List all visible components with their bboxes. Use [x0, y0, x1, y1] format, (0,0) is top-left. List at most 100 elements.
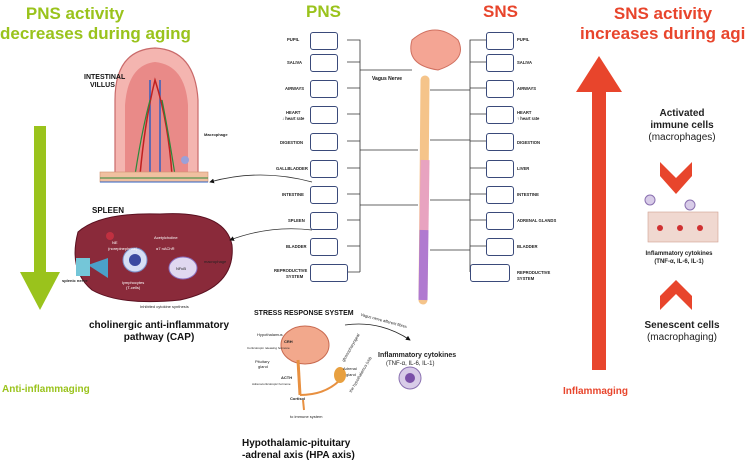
right-title-line1: SNS activity [613, 4, 713, 23]
sns-label-airways: AIRWAYS [517, 86, 537, 91]
sns-box-airways [486, 80, 514, 98]
adrenal-gland-label: gland [346, 372, 356, 377]
ne-sub-label: (norepinephrine) [108, 246, 138, 251]
intestinal-villus-label: INTESTINAL VILLUS [84, 74, 126, 89]
inhibited-label: Inhibited cytokine synthesis [140, 304, 189, 309]
t-cells-label: (T-cells) [126, 285, 141, 290]
pns-label-spleen: SPLEEN [288, 218, 305, 223]
ne-label: NE [112, 240, 118, 245]
pns-label-digestion: DIGESTION [280, 140, 304, 145]
pns-box-spleen [310, 212, 338, 230]
lymphocytes-label: lymphocytes [122, 280, 145, 285]
acetylcholine-label: Acetylcholine [154, 235, 178, 240]
pns-box-pupil [310, 32, 338, 50]
stress-illustration [280, 323, 422, 411]
sns-label-pupil: PUPIL [517, 37, 530, 42]
sns-label-reproductive: REPRODUCTIVE [517, 270, 551, 275]
immune-cells-illustration [644, 162, 719, 310]
red-arrow-shaft [592, 88, 606, 370]
pns-header: PNS [306, 2, 341, 21]
immune-label: to immune system [290, 414, 323, 419]
senescent-label: Senescent cells (macrophaging) [644, 320, 720, 343]
pns-label-saliva: SALIVA [287, 60, 303, 65]
sns-box-saliva [486, 54, 514, 72]
inflam-cyt-label: Inflammatory cytokines [378, 352, 457, 359]
acth-sub-label: Adrenocorticotropic hormone [252, 382, 291, 386]
acth-label: ACTH [281, 375, 293, 380]
pituitary-label: Pituitary [255, 359, 270, 364]
crh-sub-label: Corticotropin releasing hormone [247, 346, 290, 350]
sns-label-digestion: DIGESTION [517, 140, 541, 145]
cap-label: cholinergic anti-inflammatory pathway (C… [88, 320, 230, 343]
spleen-illustration [74, 213, 233, 303]
sns-box-digestion [486, 133, 514, 151]
pns-box-digestion [310, 133, 338, 151]
pns-label-pupil: PUPIL [287, 37, 300, 42]
green-arrow-head [20, 272, 60, 310]
sns-box-pupil [486, 32, 514, 50]
nerve-lines [209, 39, 486, 273]
sns-label-bladder: BLADDER [517, 244, 538, 249]
sns-label-heart: HEART [517, 110, 532, 115]
sns-box-intestine [486, 186, 514, 204]
sns-box-heart [486, 106, 514, 124]
pns-label-intestine: INTESTINE [282, 192, 304, 197]
inflammaging-label: Inflammaging [563, 386, 629, 397]
macrophage-label: Macrophage [204, 132, 228, 137]
hypothalamus-label: Hypothalamus [257, 332, 283, 337]
adrenal-label: Adrenal [343, 366, 357, 371]
pns-box-heart [310, 106, 338, 124]
macrophage2-label: macrophage [204, 259, 227, 264]
left-title: PNS activity decreases during aging [0, 4, 191, 44]
stress-title: STRESS RESPONSE SYSTEM [254, 310, 354, 317]
pns-label-reproductive-sub: SYSTEM [286, 274, 304, 279]
pns-label-heart-sub: ↓ heart rate [282, 116, 305, 121]
activated-label: Activated immune cells (macrophages) [648, 108, 716, 143]
cyt-right-label: Inflammatory cytokines (TNF-α, IL-6, IL-… [645, 251, 713, 265]
spinal-cord [410, 29, 461, 305]
hpa-label: Hypothalamic-pituitary -adrenal axis (HP… [242, 438, 355, 461]
right-title-line2: increases during aging [580, 24, 746, 43]
sns-box-bladder [486, 238, 514, 256]
a7nachr-label: α7 nAChR [156, 246, 175, 251]
sns-label-liver: LIVER [517, 166, 530, 171]
pns-label-reproductive: REPRODUCTIVE [274, 268, 308, 273]
pituitary-gland-label: gland [258, 364, 268, 369]
left-title-line1: PNS activity [25, 4, 125, 23]
left-title-line2: decreases during aging [0, 24, 191, 43]
pns-label-heart: HEART [286, 110, 301, 115]
pns-box-bladder [310, 238, 338, 256]
pns-label-gallbladder: GALLBLADDER [276, 166, 308, 171]
sns-label-reproductive-sub: SYSTEM [517, 276, 535, 281]
sns-box-reproductive [470, 264, 510, 282]
pns-box-gallbladder [310, 160, 338, 178]
sns-box-adrenal [486, 212, 514, 230]
crh-label: CRH [284, 339, 293, 344]
sns-label-saliva: SALIVA [517, 60, 533, 65]
right-title: SNS activity increases during aging [580, 4, 746, 44]
green-arrow-shaft [34, 126, 46, 274]
cortisol-label: Cortisol [290, 396, 306, 401]
pns-box-saliva [310, 54, 338, 72]
pns-label-bladder: BLADDER [286, 244, 307, 249]
anti-inflammaging-label: Anti-inflammaging [2, 384, 90, 395]
sns-label-intestine: INTESTINE [517, 192, 539, 197]
spleen-label: SPLEEN [92, 206, 125, 215]
vagus-label: Vagus Nerve [372, 76, 403, 82]
red-arrow-head [576, 56, 622, 92]
up-arrow-bottom [660, 280, 692, 310]
splenic-nerve-label: splenic nerve [62, 278, 88, 283]
sns-label-adrenal: ADRENAL GLANDS [517, 218, 557, 223]
sns-label-heart-sub: ↑ heart rate [517, 116, 540, 121]
sns-box-liver [486, 160, 514, 178]
intestinal-villus-illustration [99, 47, 209, 183]
pns-box-reproductive [310, 264, 348, 282]
inflam-cyt-sub-label: (TNF-α, IL-6, IL-1) [386, 361, 435, 367]
nfkb-label: NFκB [176, 266, 186, 271]
pns-box-airways [310, 80, 338, 98]
sns-header: SNS [483, 2, 518, 21]
pns-box-intestine [310, 186, 338, 204]
pns-label-airways: AIRWAYS [285, 86, 305, 91]
down-arrow-top [660, 162, 692, 194]
